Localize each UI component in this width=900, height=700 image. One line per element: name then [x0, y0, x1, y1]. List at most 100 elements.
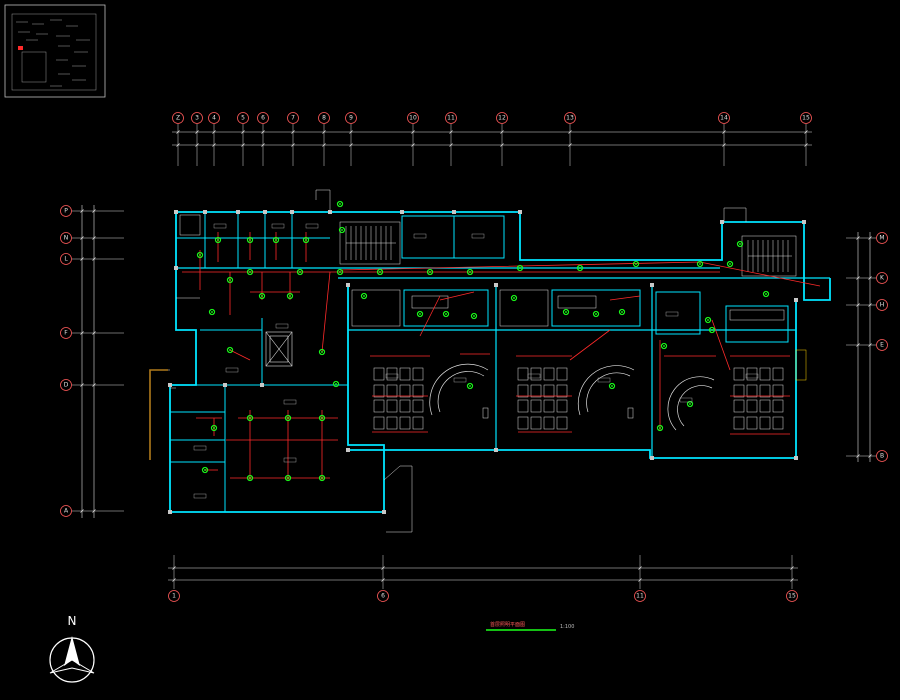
grid-bubble-label: 12: [498, 115, 506, 122]
grid-bubble-bottom: 1: [168, 590, 180, 602]
grid-bubble-top: 6: [257, 112, 269, 124]
room-tag: [385, 373, 399, 379]
room-tag: [745, 373, 759, 379]
room-tag: [193, 445, 207, 451]
stair-west: [339, 221, 401, 265]
structural-column: [794, 456, 798, 460]
grid-bubble-top: 4: [208, 112, 220, 124]
room-tag: [305, 223, 319, 229]
room-tag: [413, 233, 427, 239]
light-fixture: [660, 342, 668, 350]
grid-bubble-label: 13: [566, 115, 574, 122]
grid-bubble-label: 10: [409, 115, 417, 122]
entrance-ramp: [149, 369, 168, 460]
light-fixture: [416, 310, 424, 318]
grid-bubble-label: 5: [241, 115, 245, 122]
grid-bubble-top: 14: [718, 112, 730, 124]
drawing-scale: 1:100: [560, 624, 574, 630]
grid-bubble-label: 8: [322, 115, 326, 122]
grid-bubble-label: 4: [212, 115, 216, 122]
grid-bubble-top: 12: [496, 112, 508, 124]
light-fixtures: [196, 200, 770, 482]
left-grid-axis: P N L F D A: [60, 205, 124, 518]
grid-bubble-label: 1: [172, 593, 176, 600]
structural-column: [260, 383, 264, 387]
light-fixture: [246, 474, 254, 482]
grid-bubble-label: 15: [802, 115, 810, 122]
structural-column: [290, 210, 294, 214]
grid-bubble-right: H: [876, 299, 888, 311]
light-fixture: [214, 236, 222, 244]
room-tag: [471, 233, 485, 239]
grid-bubble-bottom: 11: [634, 590, 646, 602]
grid-bubble-left: D: [60, 379, 72, 391]
light-fixture: [286, 292, 294, 300]
room-tags: [193, 223, 759, 499]
structural-column: [236, 210, 240, 214]
grid-bubble-label: N: [64, 235, 69, 242]
light-fixture: [338, 226, 346, 234]
light-fixture: [318, 414, 326, 422]
structural-columns: [168, 210, 806, 514]
room-tag: [597, 377, 611, 383]
interior-partitions: [152, 214, 785, 389]
grid-bubble-label: E: [880, 342, 884, 349]
grid-bubble-label: P: [64, 208, 68, 215]
light-fixture: [284, 474, 292, 482]
structural-column: [203, 210, 207, 214]
grid-bubble-label: 7: [291, 115, 295, 122]
grid-bubble-left: P: [60, 205, 72, 217]
light-fixture: [296, 268, 304, 276]
light-fixture: [336, 200, 344, 208]
drawing-title-block: 首层照明平面图 1:100: [486, 621, 574, 631]
light-fixture: [210, 424, 218, 432]
grid-bubble-label: D: [64, 382, 69, 389]
light-fixture: [284, 414, 292, 422]
structural-column: [168, 383, 172, 387]
grid-bubble-right: M: [876, 232, 888, 244]
room-tag: [283, 399, 297, 405]
structural-column: [223, 383, 227, 387]
structural-column: [494, 448, 498, 452]
elevator-shaft: [265, 331, 293, 367]
structural-column: [168, 510, 172, 514]
light-fixture: [318, 348, 326, 356]
light-fixture: [196, 251, 204, 259]
grid-bubble-label: 9: [349, 115, 353, 122]
grid-bubble-label: F: [64, 330, 68, 337]
grid-bubble-label: M: [879, 235, 884, 242]
curved-stages: [429, 363, 715, 431]
grid-bubble-left: A: [60, 505, 72, 517]
light-fixture: [466, 382, 474, 390]
grid-bubble-label: 3: [195, 115, 199, 122]
light-fixture: [208, 308, 216, 316]
light-fixture: [708, 326, 716, 334]
light-fixture: [426, 268, 434, 276]
grid-bubble-label: L: [64, 256, 68, 263]
light-fixture: [696, 260, 704, 268]
light-fixture: [332, 380, 340, 388]
grid-bubble-right: B: [876, 450, 888, 462]
light-fixture: [201, 466, 209, 474]
light-fixture: [246, 414, 254, 422]
structural-column: [263, 210, 267, 214]
light-fixture: [226, 346, 234, 354]
structural-column: [518, 210, 522, 214]
light-fixture: [302, 236, 310, 244]
grid-bubble-bottom: 6: [377, 590, 389, 602]
light-fixture: [656, 424, 664, 432]
light-fixture: [442, 310, 450, 318]
stair-east: [741, 235, 797, 277]
light-fixture: [516, 264, 524, 272]
room-tag: [665, 311, 679, 317]
light-fixture: [470, 312, 478, 320]
classroom-furniture: [373, 349, 807, 430]
room-tag: [271, 223, 285, 229]
light-fixture: [686, 400, 694, 408]
light-fixture: [246, 268, 254, 276]
grid-bubble-top: 15: [800, 112, 812, 124]
grid-bubble-top: 9: [345, 112, 357, 124]
structural-column: [382, 510, 386, 514]
structural-column: [494, 283, 498, 287]
